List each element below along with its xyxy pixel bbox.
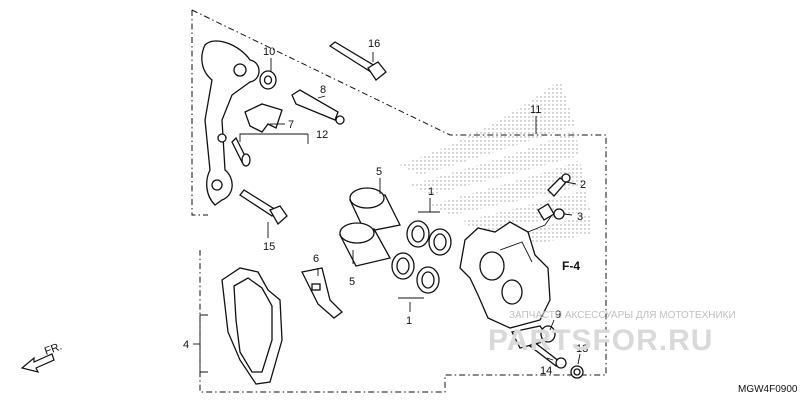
- callout-10: 10: [263, 46, 275, 58]
- callout-8: 8: [320, 84, 326, 96]
- callout-5b: 5: [349, 276, 355, 288]
- callout-12: 12: [316, 129, 328, 141]
- leader-lines: [193, 52, 581, 373]
- piston-upper: [349, 187, 401, 233]
- callout-3: 3: [577, 211, 583, 223]
- bolt-12: [231, 136, 251, 167]
- callout-1a: 1: [428, 186, 434, 198]
- watermark-brand: PARTSFOR.RU: [488, 324, 713, 357]
- piston-lower: [339, 222, 391, 267]
- callout-5a: 5: [376, 166, 382, 178]
- callout-4: 4: [183, 339, 189, 351]
- callout-15: 15: [263, 241, 275, 253]
- callout-6: 6: [313, 253, 319, 265]
- bleeder-cap: [537, 203, 565, 221]
- slide-pin: [291, 89, 345, 125]
- direction-label: FR.: [43, 340, 64, 357]
- pad-spring: [244, 103, 283, 133]
- direction-arrow-icon: [20, 353, 55, 373]
- brand-wing-logo: [400, 80, 592, 246]
- pin-boot: [259, 70, 277, 90]
- callout-2: 2: [580, 179, 586, 191]
- piston-seals-upper: [406, 220, 452, 256]
- watermark: ЗАПЧАСТИ АКСЕССУАРЫ ДЛЯ МОТОТЕХНИКИ PART…: [488, 310, 736, 357]
- callout-7: 7: [288, 119, 294, 131]
- callout-11: 11: [530, 104, 541, 116]
- bolt-16: [328, 41, 387, 81]
- plug-13: [570, 365, 584, 379]
- pad-retainer: [301, 267, 343, 319]
- caliper-body: [459, 214, 553, 329]
- piston-seals-lower: [391, 252, 440, 294]
- callout-labels: 1 1 2 3 4 5 5 6 7 8 9 10 11 12 13 14 15 …: [183, 38, 588, 377]
- brake-pads: [221, 267, 283, 385]
- callout-9: 9: [555, 309, 561, 321]
- front-direction-indicator: FR.: [20, 340, 64, 373]
- caliper-bracket: [201, 40, 260, 206]
- diagram-code: MGW4F0900: [738, 384, 798, 395]
- watermark-tagline: ЗАПЧАСТИ АКСЕССУАРЫ ДЛЯ МОТОТЕХНИКИ: [509, 310, 736, 321]
- figure-reference: F-4: [562, 259, 580, 273]
- callout-16: 16: [368, 38, 380, 50]
- callout-13: 13: [576, 343, 588, 355]
- pin-9: [511, 325, 556, 349]
- callout-14: 14: [540, 365, 552, 377]
- bolt-15: [239, 189, 288, 226]
- callout-1b: 1: [406, 315, 412, 327]
